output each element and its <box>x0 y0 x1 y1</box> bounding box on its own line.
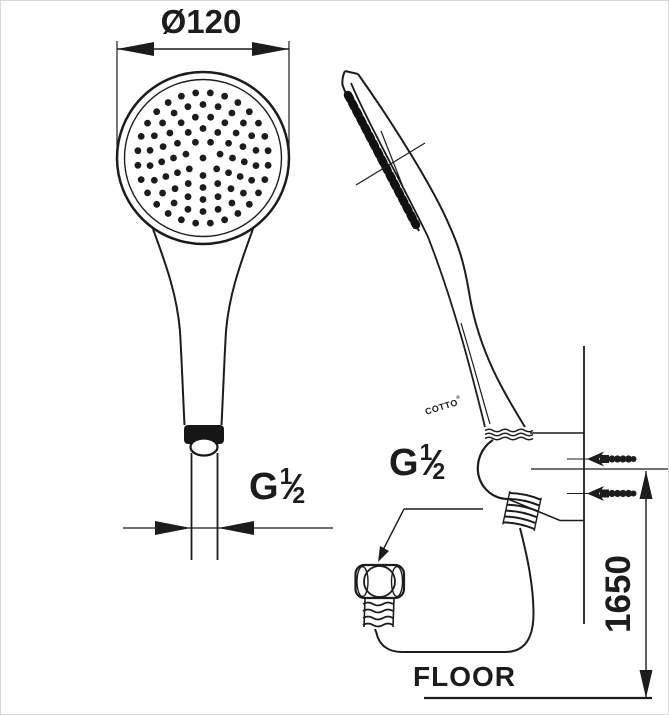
thread-leader-line <box>378 508 483 562</box>
thread-numerator: 1 <box>279 463 293 489</box>
wall-bracket <box>476 432 584 522</box>
shower-hose <box>374 527 535 653</box>
spray-nozzle-dots <box>134 89 272 227</box>
thread-base: G <box>249 466 279 508</box>
thread-denominator: 2 <box>292 482 306 508</box>
side-nozzle-dots <box>343 90 421 230</box>
shower-head-side <box>341 70 526 428</box>
thread-slash: ⁄ <box>429 442 436 483</box>
diameter-label: Ø120 <box>160 3 242 40</box>
thread-size-label-front: G1⁄2 <box>249 463 305 509</box>
mount-height-dimension <box>531 468 668 698</box>
thread-denominator: 2 <box>432 458 446 484</box>
front-view-diameter-dimension <box>116 41 290 158</box>
hose-strain-relief <box>502 490 542 532</box>
handle-outlet <box>189 437 219 457</box>
centerline-mark <box>380 130 406 193</box>
wall-supply-fitting <box>354 563 406 628</box>
handle-connector-nut <box>184 425 224 444</box>
thread-base: G <box>389 442 419 484</box>
thread-size-label-side: G1⁄2 <box>389 439 445 485</box>
shower-handle-front <box>152 228 254 560</box>
thread-numerator: 1 <box>419 439 433 465</box>
thread-slash: ⁄ <box>289 466 296 507</box>
wall-anchor-screw-bottom <box>566 485 637 502</box>
shower-head-face <box>115 70 291 246</box>
floor-label: FLOOR <box>413 661 516 692</box>
front-view-thread-dimension <box>123 521 333 535</box>
handle-thread-joint <box>484 428 534 441</box>
centerline-mark <box>355 142 426 186</box>
mount-height-value: 1650 <box>599 555 638 633</box>
wall-anchor-screw-top <box>566 451 637 467</box>
